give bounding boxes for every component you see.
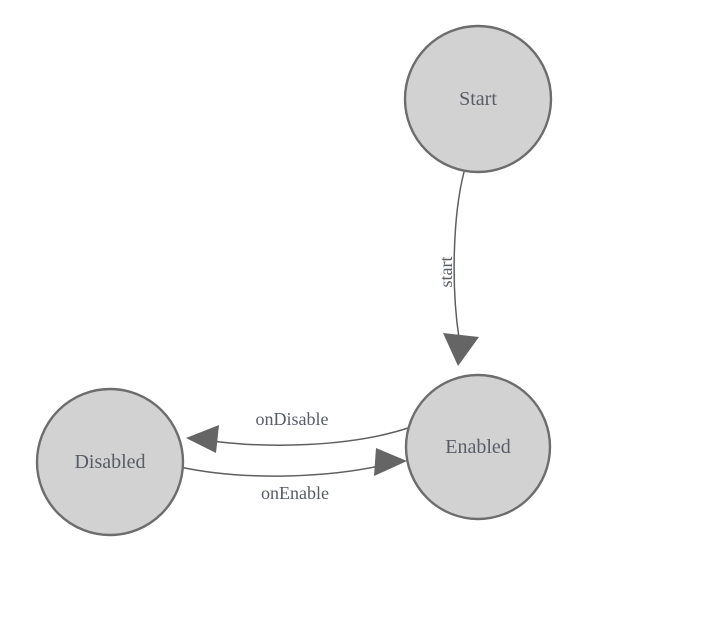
node-disabled[interactable]: Disabled xyxy=(35,387,185,537)
edge-start-to-enabled[interactable]: start xyxy=(436,171,479,366)
edge-enabled-to-disabled-path xyxy=(204,427,409,446)
edge-start-to-enabled-path xyxy=(453,171,465,339)
edge-disabled-to-enabled-path xyxy=(179,463,389,477)
node-enabled-circle xyxy=(404,373,552,521)
node-start[interactable]: Start xyxy=(403,24,553,174)
edge-label-start: start xyxy=(436,257,456,288)
node-enabled[interactable]: Enabled xyxy=(404,373,552,521)
edge-start-to-enabled-arrowhead xyxy=(443,333,479,366)
node-disabled-circle xyxy=(35,387,185,537)
edge-label-onenable: onEnable xyxy=(261,483,329,503)
node-start-label: Start xyxy=(459,88,497,110)
edge-label-ondisable: onDisable xyxy=(256,409,329,429)
node-disabled-label: Disabled xyxy=(74,451,145,473)
edge-enabled-to-disabled-arrowhead xyxy=(186,425,219,453)
edge-enabled-to-disabled[interactable]: onDisable xyxy=(186,409,409,453)
node-start-circle xyxy=(403,24,553,174)
edge-disabled-to-enabled[interactable]: onEnable xyxy=(179,448,407,503)
node-enabled-label: Enabled xyxy=(445,436,511,458)
edge-disabled-to-enabled-arrowhead xyxy=(374,448,407,476)
